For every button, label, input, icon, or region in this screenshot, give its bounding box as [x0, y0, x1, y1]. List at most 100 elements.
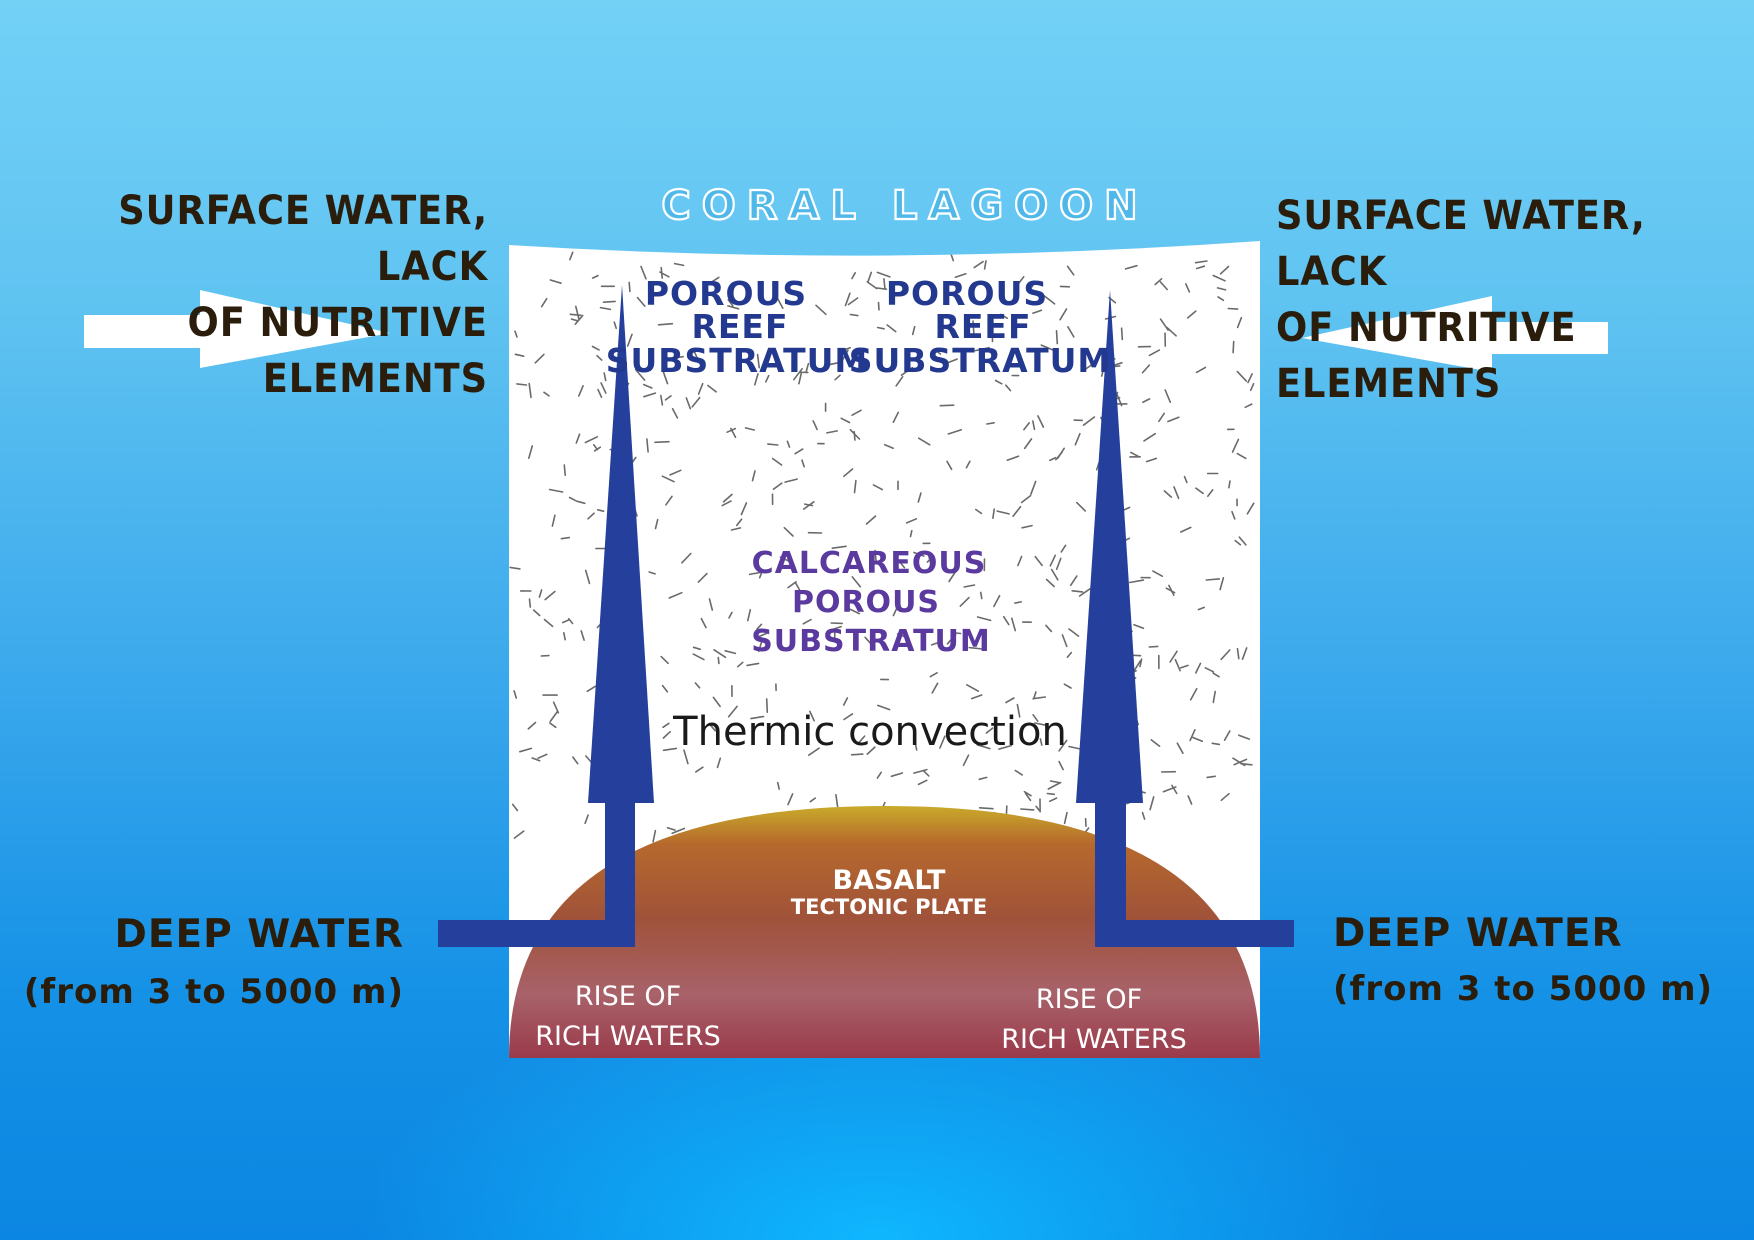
speckle [528, 598, 532, 608]
deep-water-left-depth: (from 3 to 5000 m) [23, 972, 404, 1012]
speckle [1227, 307, 1239, 310]
speckle [776, 781, 781, 790]
speckle [1223, 730, 1231, 742]
speckle [939, 404, 955, 407]
speckle [712, 696, 721, 708]
speckle [962, 754, 970, 767]
speckle [1232, 340, 1235, 354]
speckle [808, 710, 816, 722]
speckle [1049, 456, 1057, 462]
speckle [692, 349, 699, 360]
speckle [727, 305, 740, 310]
speckle [746, 608, 752, 622]
speckle [1154, 277, 1163, 286]
speckle [926, 555, 935, 563]
speckle [1171, 784, 1178, 795]
speckle [899, 561, 906, 569]
speckle [662, 370, 669, 385]
speckle [1141, 811, 1146, 820]
speckle [783, 526, 794, 537]
speckle [1158, 412, 1165, 423]
speckle [1205, 578, 1221, 581]
speckle [890, 772, 904, 778]
speckle [996, 510, 1010, 515]
basalt-label: BASALT [833, 865, 947, 896]
speckle [1066, 651, 1073, 659]
speckle [917, 779, 928, 786]
speckle [662, 730, 672, 739]
speckle [1142, 398, 1151, 404]
speckle [771, 457, 783, 466]
speckle [646, 438, 649, 453]
speckle [1010, 617, 1017, 632]
speckle [896, 633, 910, 640]
speckle [965, 460, 971, 469]
speckle [669, 355, 684, 360]
speckle [659, 271, 670, 278]
speckle [708, 723, 717, 732]
surface-arrow-right-icon [84, 290, 390, 368]
speckle [596, 354, 603, 361]
speckle [826, 430, 839, 434]
speckle [549, 711, 559, 723]
speckle [798, 372, 803, 385]
speckle [1163, 490, 1173, 498]
speckle [1220, 649, 1231, 661]
speckle [643, 392, 657, 398]
speckle [562, 631, 567, 641]
speckle [779, 556, 793, 564]
speckle [831, 545, 847, 550]
speckle [1249, 382, 1255, 392]
speckle [691, 396, 701, 408]
speckle [756, 353, 761, 369]
speckle [917, 492, 922, 503]
speckle [681, 552, 692, 564]
speckle [710, 276, 720, 284]
speckle [736, 661, 744, 668]
speckle [569, 313, 582, 317]
speckle [911, 325, 916, 336]
speckle [812, 420, 818, 431]
speckle [939, 735, 946, 749]
speckle [551, 514, 556, 527]
speckle [1217, 296, 1225, 302]
speckle [1020, 494, 1032, 504]
speckle [851, 576, 862, 588]
speckle [660, 655, 669, 665]
speckle [1055, 329, 1059, 345]
speckle [1082, 416, 1096, 427]
speckle [1207, 489, 1214, 498]
deep-water-pipe-right [1095, 800, 1294, 947]
speckle [724, 649, 737, 655]
speckle [1005, 697, 1015, 704]
speckle [1023, 438, 1033, 450]
speckle [563, 464, 567, 477]
speckle [1231, 438, 1240, 453]
porous-right-line1: POROUS [886, 274, 1048, 313]
speckle [837, 346, 852, 353]
calcareous-line1: CALCAREOUS [752, 546, 987, 581]
thermic-convection-label: Thermic convection [672, 709, 1067, 755]
speckle [1173, 486, 1180, 500]
surface-left-line1: SURFACE WATER, LACK [118, 188, 489, 290]
speckle [567, 617, 574, 625]
speckle [750, 715, 765, 720]
speckle [1236, 452, 1247, 460]
speckle [1032, 713, 1039, 723]
speckle [717, 656, 720, 665]
speckle [827, 361, 839, 366]
speckle [767, 443, 779, 446]
speckle [1228, 480, 1231, 489]
speckle [1055, 557, 1062, 571]
speckle [1195, 487, 1204, 495]
speckle [1133, 623, 1145, 630]
speckle [1023, 790, 1032, 797]
speckle [716, 757, 722, 769]
speckle [1061, 634, 1068, 648]
speckle [847, 297, 859, 306]
speckle [642, 383, 653, 389]
speckle [1032, 309, 1043, 315]
speckle [1211, 742, 1221, 746]
speckle [708, 598, 714, 611]
speckle [1120, 327, 1124, 341]
